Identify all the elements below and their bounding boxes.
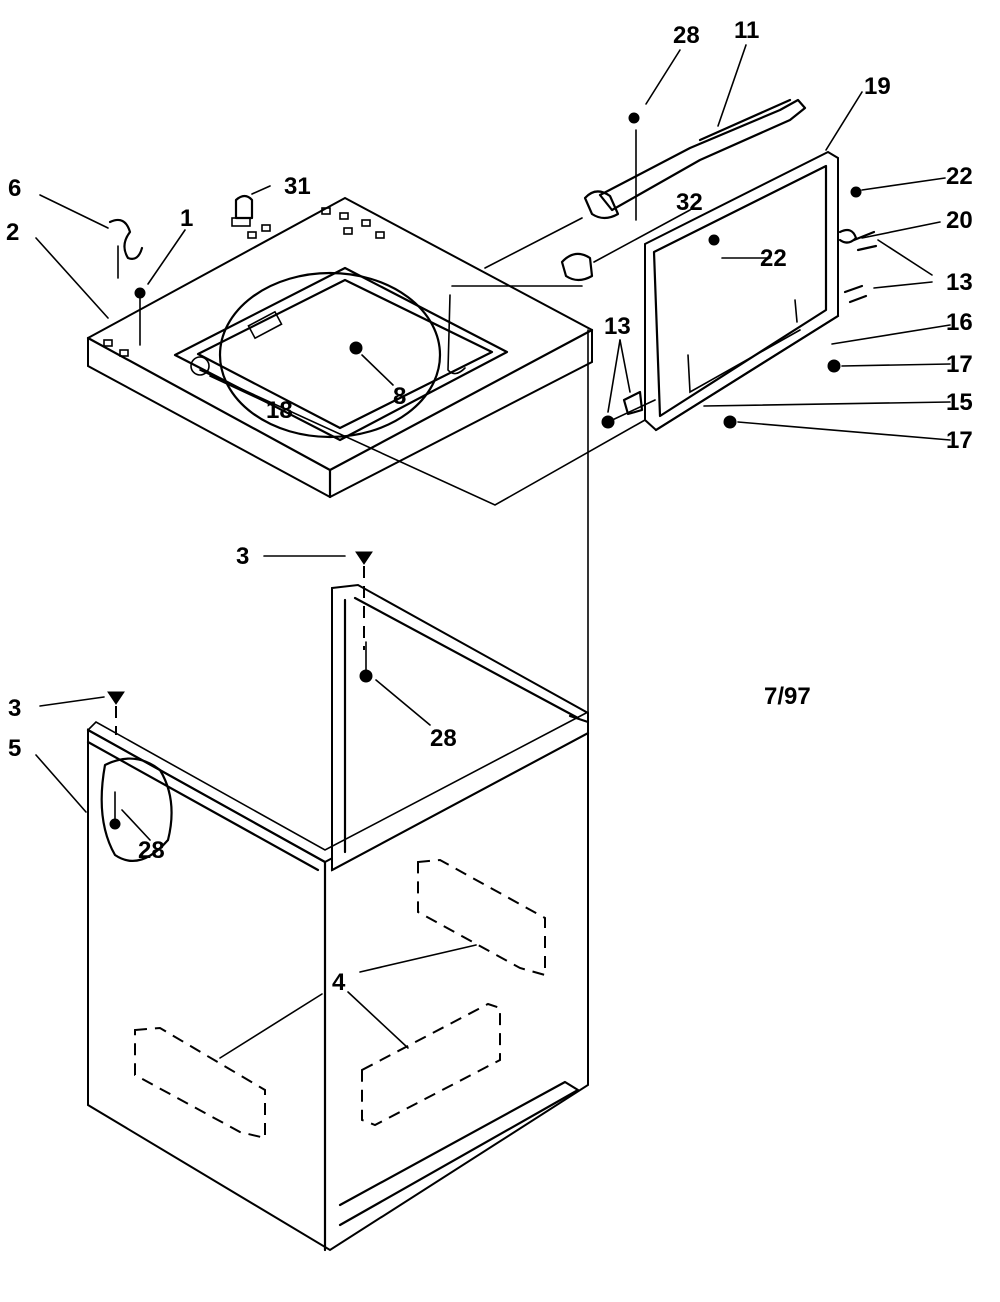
label-17-lower: 17 <box>946 427 973 454</box>
label-28-left: 28 <box>138 837 165 864</box>
part-3-screw-mid <box>355 551 373 683</box>
label-11: 11 <box>734 17 759 44</box>
part-31-bracket <box>231 194 254 227</box>
label-19: 19 <box>864 73 891 100</box>
part-4-dashed-panels <box>134 858 546 1140</box>
label-4: 4 <box>332 969 346 996</box>
label-15: 15 <box>946 389 973 416</box>
label-13-right: 13 <box>946 269 973 296</box>
top-panel-holes <box>103 207 385 357</box>
label-20: 20 <box>946 207 973 234</box>
label-32: 32 <box>676 189 703 216</box>
label-6-top: 6 <box>8 175 21 202</box>
part-11-hinge-rod <box>583 98 807 221</box>
date-code: 7/97 <box>764 683 811 710</box>
label-28-top: 28 <box>673 22 700 49</box>
label-22-right: 22 <box>946 163 973 190</box>
label-3-mid: 3 <box>236 543 249 570</box>
label-28-mid: 28 <box>430 725 457 752</box>
part-19-lid <box>601 150 878 432</box>
part-1-screw <box>134 287 146 346</box>
leader-lines <box>35 44 951 1059</box>
part-6-clip <box>108 218 144 279</box>
part-32-hinge <box>451 217 594 287</box>
label-2: 2 <box>6 219 19 246</box>
label-17-upper: 17 <box>946 351 973 378</box>
washer-top-panel <box>86 196 646 506</box>
label-3-left: 3 <box>8 695 21 722</box>
label-22-inner: 22 <box>760 245 787 272</box>
label-18: 18 <box>266 397 293 424</box>
label-5: 5 <box>8 735 21 762</box>
label-31: 31 <box>284 173 311 200</box>
label-13-left: 13 <box>604 313 631 340</box>
part-3-screw-left <box>107 691 125 735</box>
label-16: 16 <box>946 309 973 336</box>
label-8: 8 <box>393 383 406 410</box>
label-1: 1 <box>180 205 193 232</box>
